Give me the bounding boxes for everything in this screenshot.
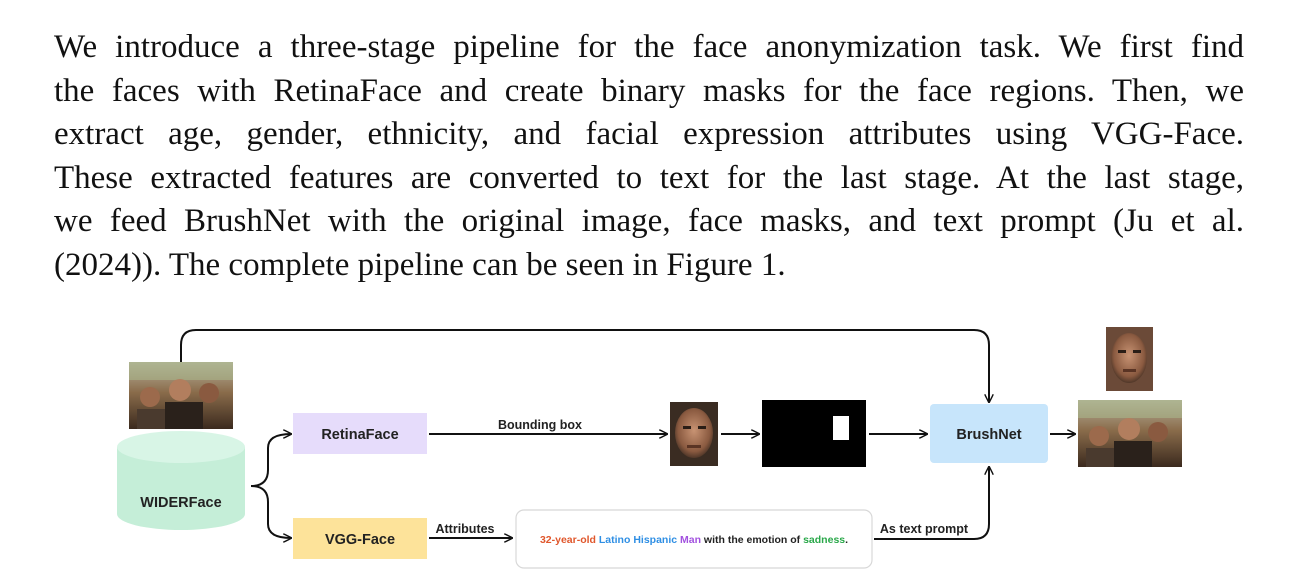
retinaface-box — [293, 413, 427, 454]
dataset-cylinder — [117, 431, 245, 530]
text-prompt-arrow — [874, 467, 989, 540]
retinaface-label: RetinaFace — [321, 427, 398, 443]
prompt-emotion: sadness — [803, 534, 845, 546]
skip-connection-arrow — [180, 329, 989, 402]
prompt-ethnicity-1: Latino — [599, 534, 631, 546]
cropped-face-image — [670, 402, 718, 466]
mask-face-region — [833, 416, 849, 440]
attributes-label: Attributes — [435, 522, 494, 536]
brushnet-label: BrushNet — [956, 427, 1021, 443]
paragraph-line: These extracted features are converted t… — [54, 159, 1244, 196]
text-prompt: 32-year-old Latino Hispanic Man with the… — [540, 534, 848, 546]
brace-upper-arrow — [250, 434, 291, 487]
brushnet-box — [930, 404, 1048, 463]
generated-face-image — [1106, 327, 1153, 391]
paragraph-line: the faces with RetinaFace and create bin… — [54, 72, 1244, 109]
binary-mask-image — [762, 400, 866, 467]
paragraph-line: (2024)). The complete pipeline can be se… — [54, 246, 786, 283]
input-photo — [129, 362, 233, 429]
prompt-gender: Man — [680, 534, 701, 546]
paragraph-line: we feed BrushNet with the original image… — [54, 203, 1244, 240]
as-text-prompt-label: As text prompt — [880, 522, 969, 536]
dataset-label: WIDERFace — [140, 495, 221, 511]
vggface-box — [293, 518, 427, 559]
prompt-ethnicity-2: Hispanic — [633, 534, 677, 546]
vggface-label: VGG-Face — [325, 532, 395, 548]
prompt-middle: with the emotion of — [703, 534, 801, 546]
output-photo — [1078, 400, 1182, 467]
prompt-age: 32-year-old — [540, 534, 596, 546]
paragraph-line: extract age, gender, ethnicity, and faci… — [54, 116, 1244, 153]
paragraph-line: We introduce a three-stage pipeline for … — [54, 29, 1244, 65]
bounding-box-label: Bounding box — [498, 418, 582, 432]
brace-lower-arrow — [250, 485, 291, 538]
prompt-end: . — [845, 534, 848, 546]
body-paragraph: We introduce a three-stage pipeline for … — [54, 26, 1244, 288]
text-prompt-box — [515, 509, 873, 569]
